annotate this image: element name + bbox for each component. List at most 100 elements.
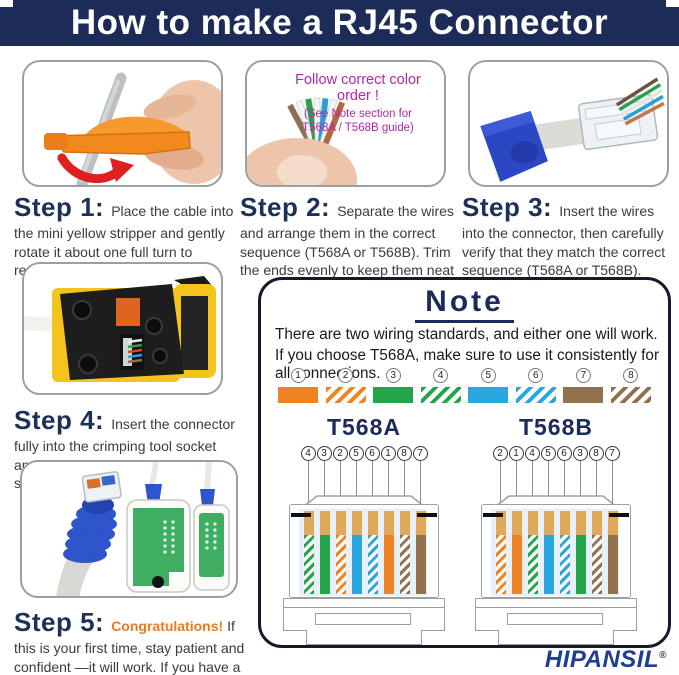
- legend-color-swatch: [420, 387, 461, 403]
- wire-contact-tip: [352, 511, 362, 535]
- legend-color-swatch: [563, 387, 604, 403]
- wire-white-green: [528, 511, 538, 594]
- wire-contact-tip: [304, 511, 314, 535]
- legend-item: 3: [372, 368, 414, 403]
- legend-item: 7: [562, 368, 604, 403]
- screw-graphic: [72, 300, 92, 320]
- step-3-description: Insert the wires into the connector, the…: [462, 203, 666, 279]
- tester-cable-graphic: [149, 462, 159, 487]
- wire-green: [576, 511, 586, 594]
- connector-body: [289, 504, 439, 598]
- wire-contact-tip: [528, 511, 538, 535]
- pin-number: 3: [316, 446, 332, 461]
- step-5-image: [20, 460, 238, 598]
- pin-lead-line: [515, 461, 517, 510]
- legend-color-swatch: [325, 387, 366, 403]
- crimping-tool-illustration: [24, 276, 216, 382]
- legend-item: 1: [277, 368, 319, 403]
- wire-white-orange: [336, 511, 346, 594]
- wire-white-blue: [368, 511, 378, 594]
- pin-lead-line: [611, 461, 613, 510]
- title-bar: How to make a RJ45 Connector: [0, 0, 679, 46]
- wire-insulation: [352, 535, 362, 594]
- step-5-highlight: Congratulations!: [111, 618, 224, 634]
- note-title: Note: [261, 285, 668, 323]
- legend-item: 2: [325, 368, 367, 403]
- wire-contact-tip: [384, 511, 394, 535]
- note-line-1: There are two wiring standards, and eith…: [275, 326, 658, 343]
- legend-color-swatch: [373, 387, 414, 403]
- wire-contact-tip: [512, 511, 522, 535]
- wire-contact-tip: [336, 511, 346, 535]
- wire-blue: [544, 511, 554, 594]
- wire-contact-tip: [544, 511, 554, 535]
- blue-boot-graphic: [63, 505, 117, 563]
- pin-lead-line: [339, 461, 341, 510]
- pin-number: 1: [508, 446, 524, 461]
- wire-contact-tip: [416, 511, 426, 535]
- wire-green: [320, 511, 330, 594]
- connector-label-slot: [315, 613, 411, 625]
- pin-number: 8: [588, 446, 604, 461]
- step-1-image: [22, 60, 223, 187]
- pin-number: 4: [300, 446, 316, 461]
- rj45-connector-diagram: [279, 494, 449, 646]
- wire-contact-tip: [320, 511, 330, 535]
- legend-number: 5: [480, 368, 496, 383]
- contact-mark-right: [417, 513, 437, 517]
- wire-white-brown: [592, 511, 602, 594]
- step-3-label: Step 3:: [462, 192, 553, 222]
- wire-insulation: [496, 535, 506, 594]
- wire-insulation: [528, 535, 538, 594]
- color-order-callout: Follow correct color order ! (See Note s…: [278, 72, 438, 136]
- step-2-description: Separate the wires and arrange them in t…: [240, 203, 455, 279]
- pin-lead-line: [563, 461, 565, 510]
- pin-number: 7: [604, 446, 620, 461]
- connector-body: [481, 504, 631, 598]
- connector-label-slot: [507, 613, 603, 625]
- pin-lead-line: [355, 461, 357, 510]
- callout-line-2: (See Note section for: [303, 108, 413, 120]
- pin-lead-line: [595, 461, 597, 510]
- wire-contact-tip: [368, 511, 378, 535]
- pin-number: 6: [556, 446, 572, 461]
- wire-insulation: [304, 535, 314, 594]
- wire-insulation: [512, 535, 522, 594]
- legend-number: 7: [575, 368, 591, 383]
- note-box: Note There are two wiring standards, and…: [258, 277, 671, 648]
- connector-window: [299, 509, 427, 596]
- connector-latch: [306, 630, 422, 645]
- wire-contact-tip: [400, 511, 410, 535]
- legend-item: 6: [515, 368, 557, 403]
- exiting-wires-graphic: [615, 77, 665, 126]
- contact-mark-left: [483, 513, 503, 517]
- wire-brown: [608, 511, 618, 594]
- wire-brown: [416, 511, 426, 594]
- legend-number: 8: [623, 368, 639, 383]
- legend-color-swatch: [278, 387, 318, 403]
- pin-lead-line: [403, 461, 405, 510]
- step-3-text: Step 3:Insert the wires into the connect…: [462, 190, 676, 280]
- legend-item: 4: [420, 368, 462, 403]
- pin-lead-line: [419, 461, 421, 510]
- pin-number: 2: [492, 446, 508, 461]
- step-5-description: If this is your first time, stay patient…: [14, 618, 245, 675]
- wire-insulation: [416, 535, 426, 594]
- wire-insulation: [336, 535, 346, 594]
- wire-insulation: [576, 535, 586, 594]
- legend-number: 1: [290, 368, 306, 383]
- connector-base: [283, 607, 445, 631]
- corner-notch-right: [666, 0, 679, 7]
- standard-name: T568A: [326, 414, 402, 440]
- pin-lead-line: [387, 461, 389, 510]
- pin-number: 6: [364, 446, 380, 461]
- legend-number: 3: [385, 368, 401, 383]
- contact-mark-right: [609, 513, 629, 517]
- legend-color-swatch: [610, 387, 651, 403]
- connector-base: [475, 607, 637, 631]
- corner-notch-left: [0, 0, 13, 7]
- contact-mark-left: [291, 513, 311, 517]
- step-5-text: Step 5:Congratulations! If this is your …: [14, 605, 250, 675]
